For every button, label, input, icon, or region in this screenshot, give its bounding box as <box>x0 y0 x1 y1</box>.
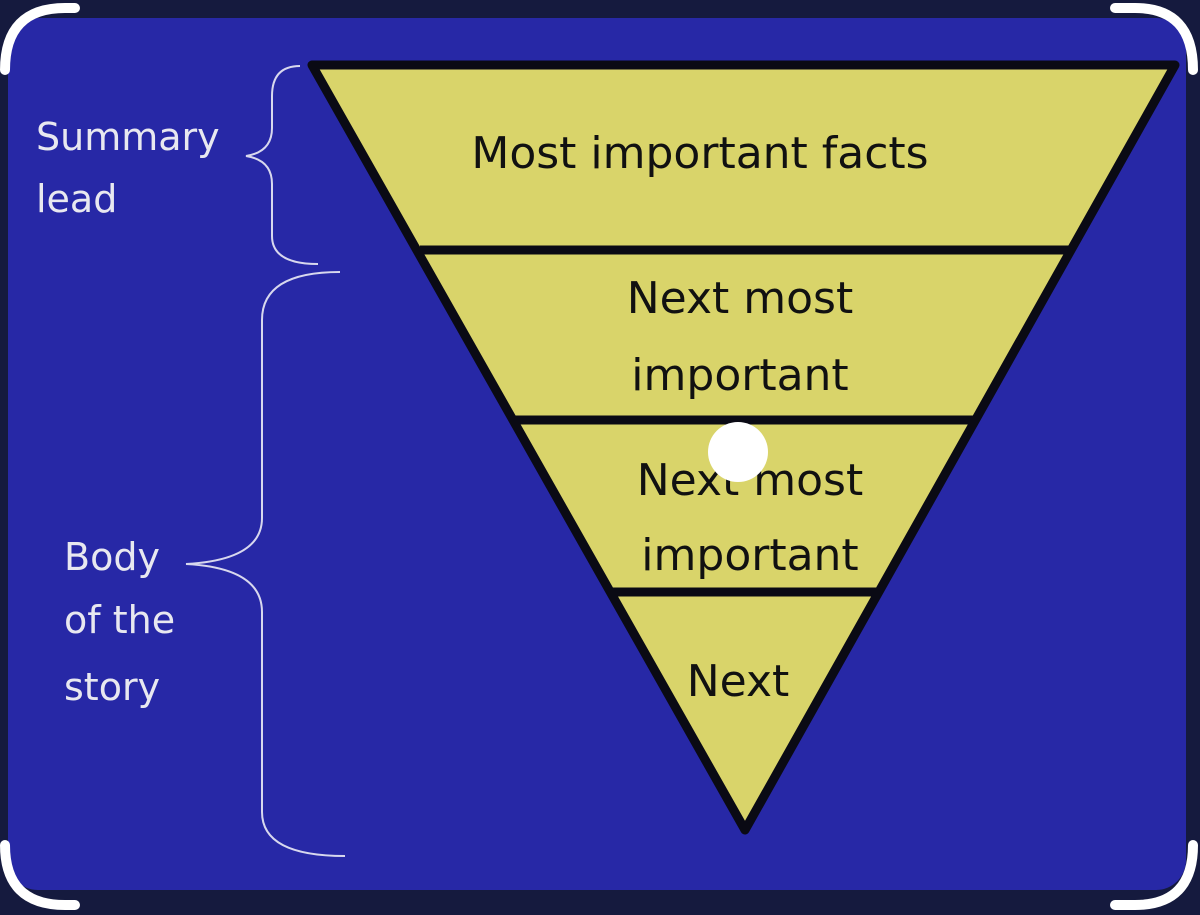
corner-mark-bottom-right <box>1110 840 1198 910</box>
body-brace-icon <box>185 271 346 857</box>
summary-label-line2: lead <box>36 177 117 221</box>
layer-2-text-line1: Next most <box>627 273 853 324</box>
layer-3-text-line2: important <box>641 530 858 581</box>
corner-mark-top-left <box>0 2 80 75</box>
summary-brace-icon <box>245 65 319 265</box>
corner-mark-top-right <box>1110 2 1198 75</box>
corner-mark-bottom-left <box>0 840 80 910</box>
body-label-line3: story <box>64 665 160 709</box>
layer-4-text: Next <box>687 656 790 707</box>
layer-1-text: Most important facts <box>471 128 928 179</box>
cursor-dot-icon <box>708 422 768 482</box>
body-label-line1: Body <box>64 535 160 579</box>
body-label-line2: of the <box>64 598 175 642</box>
summary-label-line1: Summary <box>36 115 220 159</box>
layer-2-text-line2: important <box>631 350 848 401</box>
